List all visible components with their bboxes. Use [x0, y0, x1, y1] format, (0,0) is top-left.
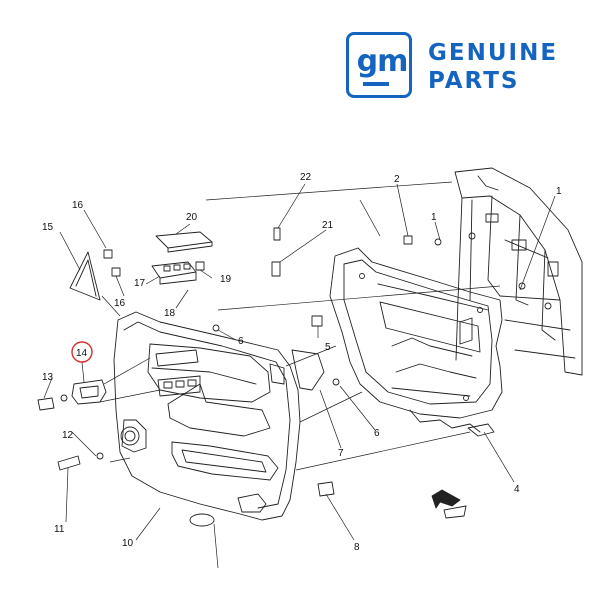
callout-16-bottom: 16	[114, 298, 126, 309]
bracket-part-7	[291, 349, 325, 391]
callout-1-mid: 1	[431, 212, 437, 223]
switch-housing-part-20	[155, 231, 213, 253]
callout-7: 7	[338, 448, 344, 459]
callout-19: 19	[220, 274, 232, 285]
callout-17: 17	[134, 278, 146, 289]
callout-16-top: 16	[72, 200, 84, 211]
switch-module-part-17	[151, 261, 197, 285]
plug-part-8	[317, 481, 335, 497]
pad-part-4	[467, 423, 495, 437]
callout-6-right: 6	[374, 428, 380, 439]
switch-bezel	[155, 349, 201, 397]
gm-logo-underline	[363, 82, 389, 86]
brand-line-genuine: GENUINE	[428, 40, 559, 66]
callout-13: 13	[42, 372, 54, 383]
callout-2: 2	[394, 174, 400, 185]
callout-10: 10	[122, 538, 134, 549]
callout-20: 20	[186, 212, 198, 223]
door-frame	[454, 167, 583, 376]
gm-badge: gm	[346, 32, 412, 98]
water-deflector	[329, 247, 503, 433]
callout-4: 4	[514, 484, 520, 495]
gm-logo-text: gm	[356, 44, 409, 79]
callout-8: 8	[354, 542, 360, 553]
callout-14: 14	[76, 348, 88, 359]
clip-part-13	[37, 397, 55, 411]
callout-22: 22	[300, 172, 312, 183]
callout-21: 21	[322, 220, 334, 231]
callout-18: 18	[164, 308, 176, 319]
handle-bezel-part-14	[71, 379, 107, 405]
callout-5: 5	[325, 342, 331, 353]
callout-11: 11	[54, 524, 65, 535]
brand-line-parts: PARTS	[428, 68, 520, 94]
genuine-parts-logo: gm GENUINE PARTS	[346, 32, 586, 102]
door-trim-panel	[113, 311, 301, 521]
callout-12: 12	[62, 430, 74, 441]
callout-15: 15	[42, 222, 54, 233]
callout-6-left: 6	[238, 336, 244, 347]
front-arrow-icon	[431, 489, 467, 519]
insert-part-11	[57, 455, 81, 471]
callout-1-right: 1	[556, 186, 562, 197]
callout-14-highlight-ring	[71, 341, 93, 363]
mirror-cover-part-15	[69, 251, 101, 301]
